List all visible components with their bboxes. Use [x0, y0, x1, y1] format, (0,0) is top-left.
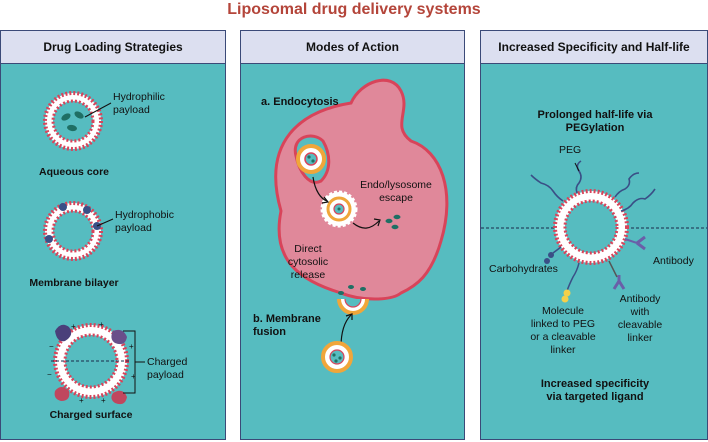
antibody-ligand: [624, 235, 646, 251]
panel-header-modes: Modes of Action: [241, 31, 464, 64]
specificity-illustrations: [481, 160, 707, 303]
liposome-fusing: [337, 285, 369, 315]
svg-text:+: +: [129, 342, 134, 351]
liposome-aqueous-core: [43, 91, 112, 151]
svg-text:+: +: [99, 320, 104, 329]
liposome-membrane-bilayer: [43, 201, 114, 261]
peg-chain-2: [575, 160, 582, 194]
label-endo-escape: Endo/lysosome escape: [360, 179, 432, 204]
released-payload-3: [391, 224, 399, 230]
svg-text:+: +: [71, 322, 76, 331]
label-aqueous-core: Aqueous core: [38, 166, 109, 178]
label-carbohydrates: Carbohydrates: [489, 263, 558, 275]
label-molecule-linked: Molecule linked to PEG or a cleavable li…: [530, 305, 596, 356]
modes-illustrations: [274, 78, 449, 373]
label-membrane-bilayer: Membrane bilayer: [29, 277, 119, 289]
peg-chain-4: [620, 188, 656, 212]
panel-header-loading: Drug Loading Strategies: [1, 31, 225, 64]
svg-text:−: −: [47, 370, 52, 379]
label-targeted-title: Increased specificity via targeted ligan…: [540, 378, 650, 403]
hydrophilic-payload-3: [67, 124, 77, 132]
figure-title: Liposomal drug delivery systems: [227, 1, 481, 18]
label-antibody: Antibody: [653, 255, 694, 267]
cell-body: [274, 78, 449, 301]
label-endocytosis: a. Endocytosis: [261, 96, 339, 108]
label-hydrophilic-payload: Hydrophilic payload: [113, 91, 165, 116]
svg-text:+: +: [101, 396, 106, 405]
liposome-endocytosed: [296, 144, 326, 174]
liposome-functionalized: [553, 189, 629, 265]
label-charged-surface: Charged surface: [49, 409, 133, 421]
label-peg: PEG: [559, 144, 582, 156]
peg-chain-1: [530, 174, 564, 202]
charged-payload-right-bottom: [111, 390, 127, 405]
panel-header-specificity: Increased Specificity and Half-life: [481, 31, 707, 64]
released-payload-2: [393, 214, 401, 220]
peg-chain-3: [614, 172, 640, 198]
label-pegylation-title: Prolonged half-life via PEGylation: [537, 109, 653, 134]
panel-specificity: Increased Specificity and Half-life: [480, 30, 708, 440]
svg-text:+: +: [79, 396, 84, 405]
liposome-charged-surface: + + − + − + + +: [47, 320, 145, 405]
antibody-cleavable-linker: [608, 260, 626, 290]
hydrophobic-payload-2: [83, 206, 91, 214]
liposome-incoming: [321, 341, 353, 373]
released-payload-1: [385, 218, 393, 224]
hydrophilic-payload-2: [74, 111, 84, 119]
panel-modes-of-action: Modes of Action: [240, 30, 465, 440]
hydrophobic-payload-3: [45, 235, 53, 243]
charged-payload-right-top: [111, 329, 127, 345]
hydrophobic-payload-1: [59, 203, 67, 211]
panel-drug-loading: Drug Loading Strategies: [0, 30, 226, 440]
endosome: [320, 190, 358, 228]
svg-text:−: −: [49, 342, 54, 351]
arrow-escape: [352, 220, 380, 229]
label-direct-release: Direct cytosolic release: [287, 243, 329, 281]
label-charged-payload: Charged payload: [147, 356, 188, 381]
charged-payload-top: [55, 324, 72, 342]
molecule-linked-peg: [561, 262, 580, 303]
carbohydrate-ligand: [544, 246, 562, 264]
svg-text:+: +: [131, 372, 136, 381]
charged-payload-bottom: [54, 387, 70, 401]
hydrophilic-payload-1: [61, 113, 71, 121]
label-membrane-fusion: b. Membrane fusion: [253, 313, 321, 338]
loading-illustrations: + + − + − + + +: [43, 91, 145, 405]
arrow-to-endosome: [312, 176, 328, 202]
label-hydrophobic-payload: Hydrophobic payload: [115, 209, 174, 234]
label-antibody-cleavable: Antibody with cleavable linker: [617, 293, 663, 344]
